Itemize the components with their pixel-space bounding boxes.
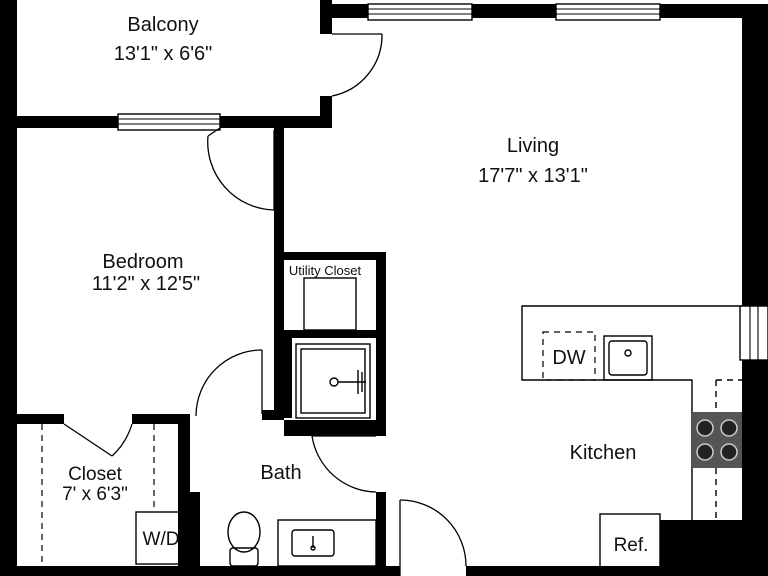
living-label: Living (507, 135, 559, 157)
kitchen-sink (603, 335, 653, 381)
door-bath-top (195, 349, 263, 417)
living-size: 17'7" x 13'1" (478, 165, 588, 187)
door-entry (399, 499, 467, 576)
windows (117, 3, 768, 361)
utility-closet-label: Utility Closet (289, 263, 362, 278)
dishwasher-label: DW (552, 347, 585, 369)
door-closet (63, 423, 133, 457)
water-heater (303, 277, 357, 331)
window-living-left (367, 3, 473, 21)
refrigerator (599, 513, 661, 569)
vanity (277, 519, 377, 567)
washer-dryer-label: W/D (143, 529, 180, 550)
window-kitchen (739, 305, 768, 361)
bath-fixtures (227, 511, 377, 567)
door-balcony (331, 33, 383, 97)
balcony-label: Balcony (127, 14, 198, 36)
closet-size: 7' x 6'3" (62, 484, 128, 505)
kitchen-label: Kitchen (570, 442, 637, 464)
door-bath-living (311, 435, 377, 493)
cooktop (692, 412, 742, 468)
doors (63, 33, 467, 576)
toilet (227, 511, 261, 567)
bath-label: Bath (260, 462, 301, 484)
door-bedroom (207, 127, 275, 211)
closet-label: Closet (68, 464, 123, 485)
bedroom-size: 11'2" x 12'5" (92, 273, 200, 295)
refrigerator-label: Ref. (614, 535, 649, 556)
window-bedroom (117, 113, 221, 131)
labels: Balcony 13'1" x 6'6" Living 17'7" x 13'1… (62, 14, 648, 556)
dishwasher (542, 331, 596, 381)
shower (295, 343, 371, 419)
closet-shelving (41, 424, 155, 566)
kitchen-counter (135, 305, 742, 569)
washer-dryer (135, 511, 189, 565)
bedroom-label: Bedroom (102, 251, 183, 273)
balcony-size: 13'1" x 6'6" (114, 43, 213, 65)
window-living-right (555, 3, 661, 21)
